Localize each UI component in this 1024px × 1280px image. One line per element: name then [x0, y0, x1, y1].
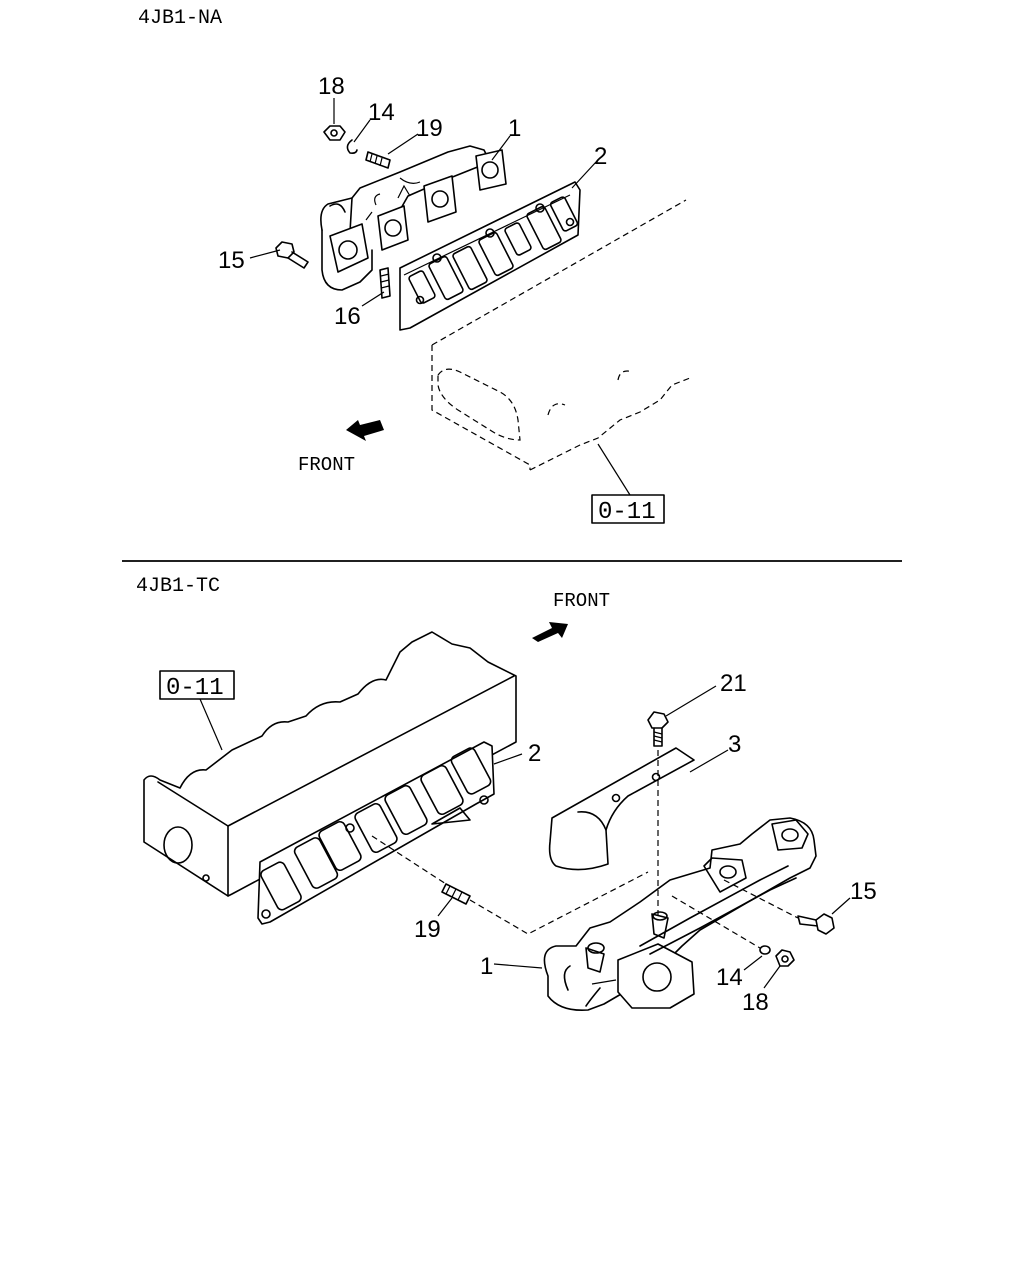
- exhaust-manifold-na: [320, 145, 507, 291]
- front-label-tc: FRONT: [553, 590, 610, 612]
- stud-16-na: [379, 267, 391, 299]
- section-title-tc: 4JB1-TC: [136, 575, 220, 598]
- gasket-tc: [257, 741, 495, 925]
- front-arrow-na: [346, 420, 384, 441]
- callout-18-na: 18: [318, 73, 345, 100]
- cylinder-head-tc: [143, 631, 517, 897]
- callout-21-tc: 21: [720, 670, 747, 697]
- front-arrow-tc: [532, 622, 568, 642]
- ref-leader-tc: [199, 698, 223, 751]
- callout-19-tc: 19: [414, 916, 441, 943]
- callout-1-na: 1: [508, 115, 521, 142]
- callout-2-tc: 2: [528, 740, 541, 767]
- callout-14-na: 14: [368, 99, 395, 126]
- assembly-lines-tc: [371, 750, 799, 949]
- callout-leaders-tc: [437, 685, 851, 989]
- heat-shield-tc: [548, 747, 695, 871]
- lock-washer-14-tc: [759, 945, 771, 955]
- ref-box-label-na: 0-11: [598, 499, 656, 526]
- stud-19-tc: [441, 883, 471, 905]
- bolt-15-na: [275, 241, 309, 269]
- nut-18-tc: [775, 949, 795, 967]
- ref-box-na: [591, 494, 665, 524]
- ref-box-label-tc: 0-11: [166, 675, 224, 702]
- bolt-15-tc: [797, 913, 835, 935]
- callout-16-na: 16: [334, 303, 361, 330]
- callout-19-na: 19: [416, 115, 443, 142]
- section-4jb1-na: 4JB1-NA: [138, 7, 691, 526]
- callout-2-na: 2: [594, 143, 607, 170]
- callout-1-tc: 1: [480, 953, 493, 980]
- callout-14-tc: 14: [716, 964, 743, 991]
- stud-19-na: [365, 151, 391, 169]
- cylinder-head-na: [431, 199, 691, 471]
- gasket-na: [399, 181, 581, 331]
- callout-18-tc: 18: [742, 989, 769, 1016]
- callout-leaders-na: [249, 98, 631, 496]
- ref-box-tc: [159, 670, 235, 700]
- front-label-na: FRONT: [298, 454, 355, 476]
- bolt-21-tc: [647, 711, 669, 747]
- lock-washer-14-na: [346, 139, 358, 154]
- callout-15-na: 15: [218, 247, 245, 274]
- callout-15-tc: 15: [850, 878, 877, 905]
- section-title-na: 4JB1-NA: [138, 7, 222, 30]
- section-4jb1-tc: 4JB1-TC FRONT 0-11: [136, 575, 877, 1016]
- exhaust-manifold-tc: [543, 817, 817, 1012]
- callout-3-tc: 3: [728, 731, 741, 758]
- nut-18-na: [323, 125, 346, 141]
